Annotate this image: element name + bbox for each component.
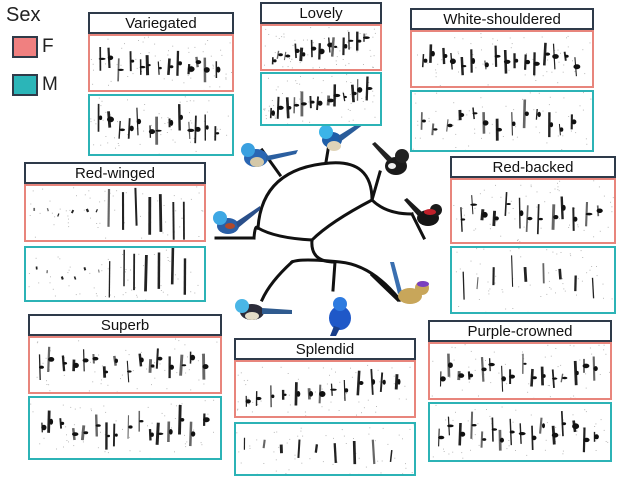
bird-superb-icon [235, 299, 292, 320]
spectrogram-red-winged-male [24, 246, 206, 302]
tree-branch [289, 258, 403, 303]
spectrogram-texture [432, 404, 609, 459]
bird-variegated-icon [241, 143, 298, 167]
spectrogram-texture [90, 36, 232, 90]
species-title-white-shouldered: White-shouldered [410, 8, 594, 30]
tree-branch [370, 170, 382, 202]
spectrogram-texture [237, 364, 411, 416]
tree-branch [256, 161, 374, 230]
spectrogram-splendid-male [234, 422, 416, 476]
tree-branch [255, 225, 314, 242]
tree-branch [260, 259, 295, 302]
spectrogram-red-backed-female [450, 178, 616, 244]
spectrogram-texture [30, 399, 215, 458]
species-title-red-backed: Red-backed [450, 156, 616, 178]
spectrogram-lovely-male [260, 72, 382, 126]
legend-item-male: M [12, 72, 58, 98]
bird-white-shouldered-icon [372, 142, 409, 175]
spectrogram-texture [431, 344, 610, 398]
bird-purple-crowned-icon [390, 262, 429, 304]
spectrogram-variegated-male [88, 94, 234, 156]
spectrogram-purple-crowned-male [428, 402, 612, 462]
species-title-splendid: Splendid [234, 338, 416, 360]
spectrogram-white-shouldered-female [410, 30, 594, 88]
spectrogram-lovely-female [260, 24, 382, 71]
spectrogram-purple-crowned-female [428, 342, 612, 400]
spectrogram-texture [455, 248, 613, 312]
spectrogram-splendid-female [234, 360, 416, 418]
tree-branch [409, 211, 427, 241]
species-title-purple-crowned: Purple-crowned [428, 320, 612, 342]
legend-label-male: M [42, 74, 58, 95]
spectrogram-red-backed-male [450, 246, 616, 314]
species-title-variegated: Variegated [88, 12, 234, 34]
tree-branch [331, 260, 337, 292]
legend-title: Sex [6, 4, 41, 26]
bird-splendid-icon [329, 297, 351, 336]
legend-item-female: F [12, 34, 54, 60]
female-swatch [12, 36, 38, 58]
spectrogram-texture [28, 248, 199, 300]
species-title-lovely: Lovely [260, 2, 382, 24]
spectrogram-white-shouldered-male [410, 90, 594, 152]
spectrogram-texture [29, 186, 204, 240]
spectrogram-superb-male [28, 396, 222, 460]
tree-branch [369, 197, 414, 216]
spectrogram-texture [36, 338, 218, 392]
spectrogram-red-winged-female [24, 184, 206, 242]
legend-label-female: F [42, 36, 54, 57]
species-title-red-winged: Red-winged [24, 162, 206, 184]
spectrogram-texture [263, 74, 376, 124]
spectrogram-variegated-female [88, 34, 234, 92]
spectrogram-texture [264, 27, 376, 69]
tree-branch [369, 272, 401, 303]
bird-red-winged-icon [213, 206, 260, 234]
spectrogram-texture [412, 92, 592, 150]
spectrogram-texture [90, 96, 229, 154]
spectrogram-texture [453, 180, 614, 242]
spectrogram-texture [236, 424, 414, 474]
tree-branch [309, 197, 375, 243]
spectrogram-superb-female [28, 336, 222, 394]
species-title-superb: Superb [28, 314, 222, 336]
spectrogram-texture [417, 33, 591, 86]
bird-red-backed-icon [404, 198, 442, 226]
male-swatch [12, 74, 38, 96]
